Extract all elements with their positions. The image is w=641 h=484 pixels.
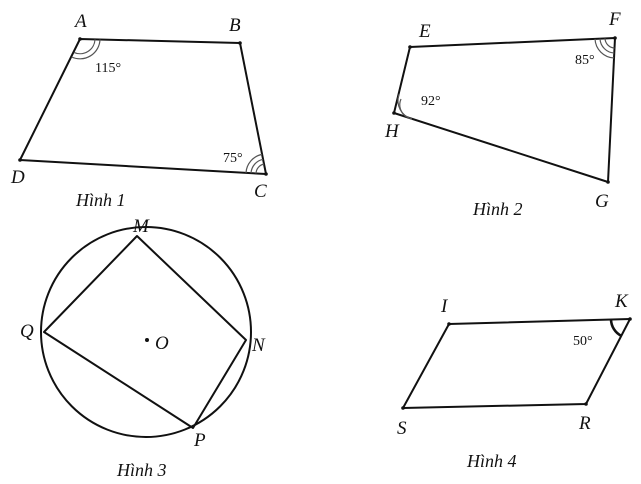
angle-arc-a-inner <box>73 39 96 55</box>
point-r-dot <box>584 402 588 406</box>
angle-label-c: 75° <box>223 151 243 166</box>
caption-figure-3: Hình 3 <box>116 460 167 480</box>
angle-label-f: 85° <box>575 53 595 68</box>
point-c-dot <box>264 172 268 176</box>
circle-o <box>40 226 252 438</box>
angle-label-a: 115° <box>95 61 121 76</box>
point-label-s: S <box>397 418 407 439</box>
figure-4: I K R S 50° Hình 4 <box>397 291 632 471</box>
point-label-b: B <box>229 15 241 36</box>
point-i-dot <box>447 322 451 326</box>
point-k-dot <box>628 317 632 321</box>
angle-label-h: 92° <box>421 94 441 109</box>
angle-arc-f <box>594 38 615 59</box>
point-label-p: P <box>193 430 206 451</box>
point-s-dot <box>401 406 405 410</box>
point-label-e: E <box>418 21 431 42</box>
point-label-q: Q <box>20 321 34 342</box>
point-label-c: C <box>254 181 267 202</box>
point-label-h: H <box>384 121 400 142</box>
angle-arc-k <box>609 319 622 338</box>
quadrilateral-mnpq <box>43 235 247 429</box>
point-b-dot <box>238 41 242 45</box>
caption-figure-2: Hình 2 <box>472 199 523 219</box>
caption-figure-1: Hình 1 <box>75 190 126 210</box>
point-label-n: N <box>251 335 266 356</box>
point-d-dot <box>18 158 22 162</box>
point-g-dot <box>606 180 610 184</box>
angle-arc-c-inner <box>250 158 264 174</box>
point-label-m: M <box>132 216 150 237</box>
point-label-r: R <box>578 413 591 434</box>
angle-arc-f-inner <box>599 38 615 54</box>
point-label-k: K <box>614 291 629 312</box>
angle-label-k: 50° <box>573 334 593 349</box>
angle-arc-h-inner <box>399 98 408 118</box>
angle-arc-a <box>71 39 101 60</box>
point-label-a: A <box>73 11 87 32</box>
parallelogram-iksr <box>402 318 631 409</box>
point-label-f: F <box>608 9 621 30</box>
point-h-dot <box>392 111 396 115</box>
center-o-dot <box>145 338 149 342</box>
angle-arc-c-inner2 <box>255 163 265 174</box>
point-label-g: G <box>595 191 609 212</box>
figure-2: E F G H 92° 85° Hình 2 <box>384 9 621 219</box>
point-a-dot <box>78 37 82 41</box>
angle-arc-f-inner2 <box>604 38 615 49</box>
point-f-dot <box>613 36 617 40</box>
caption-figure-4: Hình 4 <box>466 451 517 471</box>
point-label-d: D <box>10 167 25 188</box>
angle-arc-c <box>245 153 263 173</box>
point-label-i: I <box>440 296 449 317</box>
figure-3: M N P Q O Hình 3 <box>20 216 266 480</box>
point-label-o: O <box>155 333 169 354</box>
point-e-dot <box>408 45 412 49</box>
figure-1: A B C D 115° 75° Hình 1 <box>10 11 268 210</box>
